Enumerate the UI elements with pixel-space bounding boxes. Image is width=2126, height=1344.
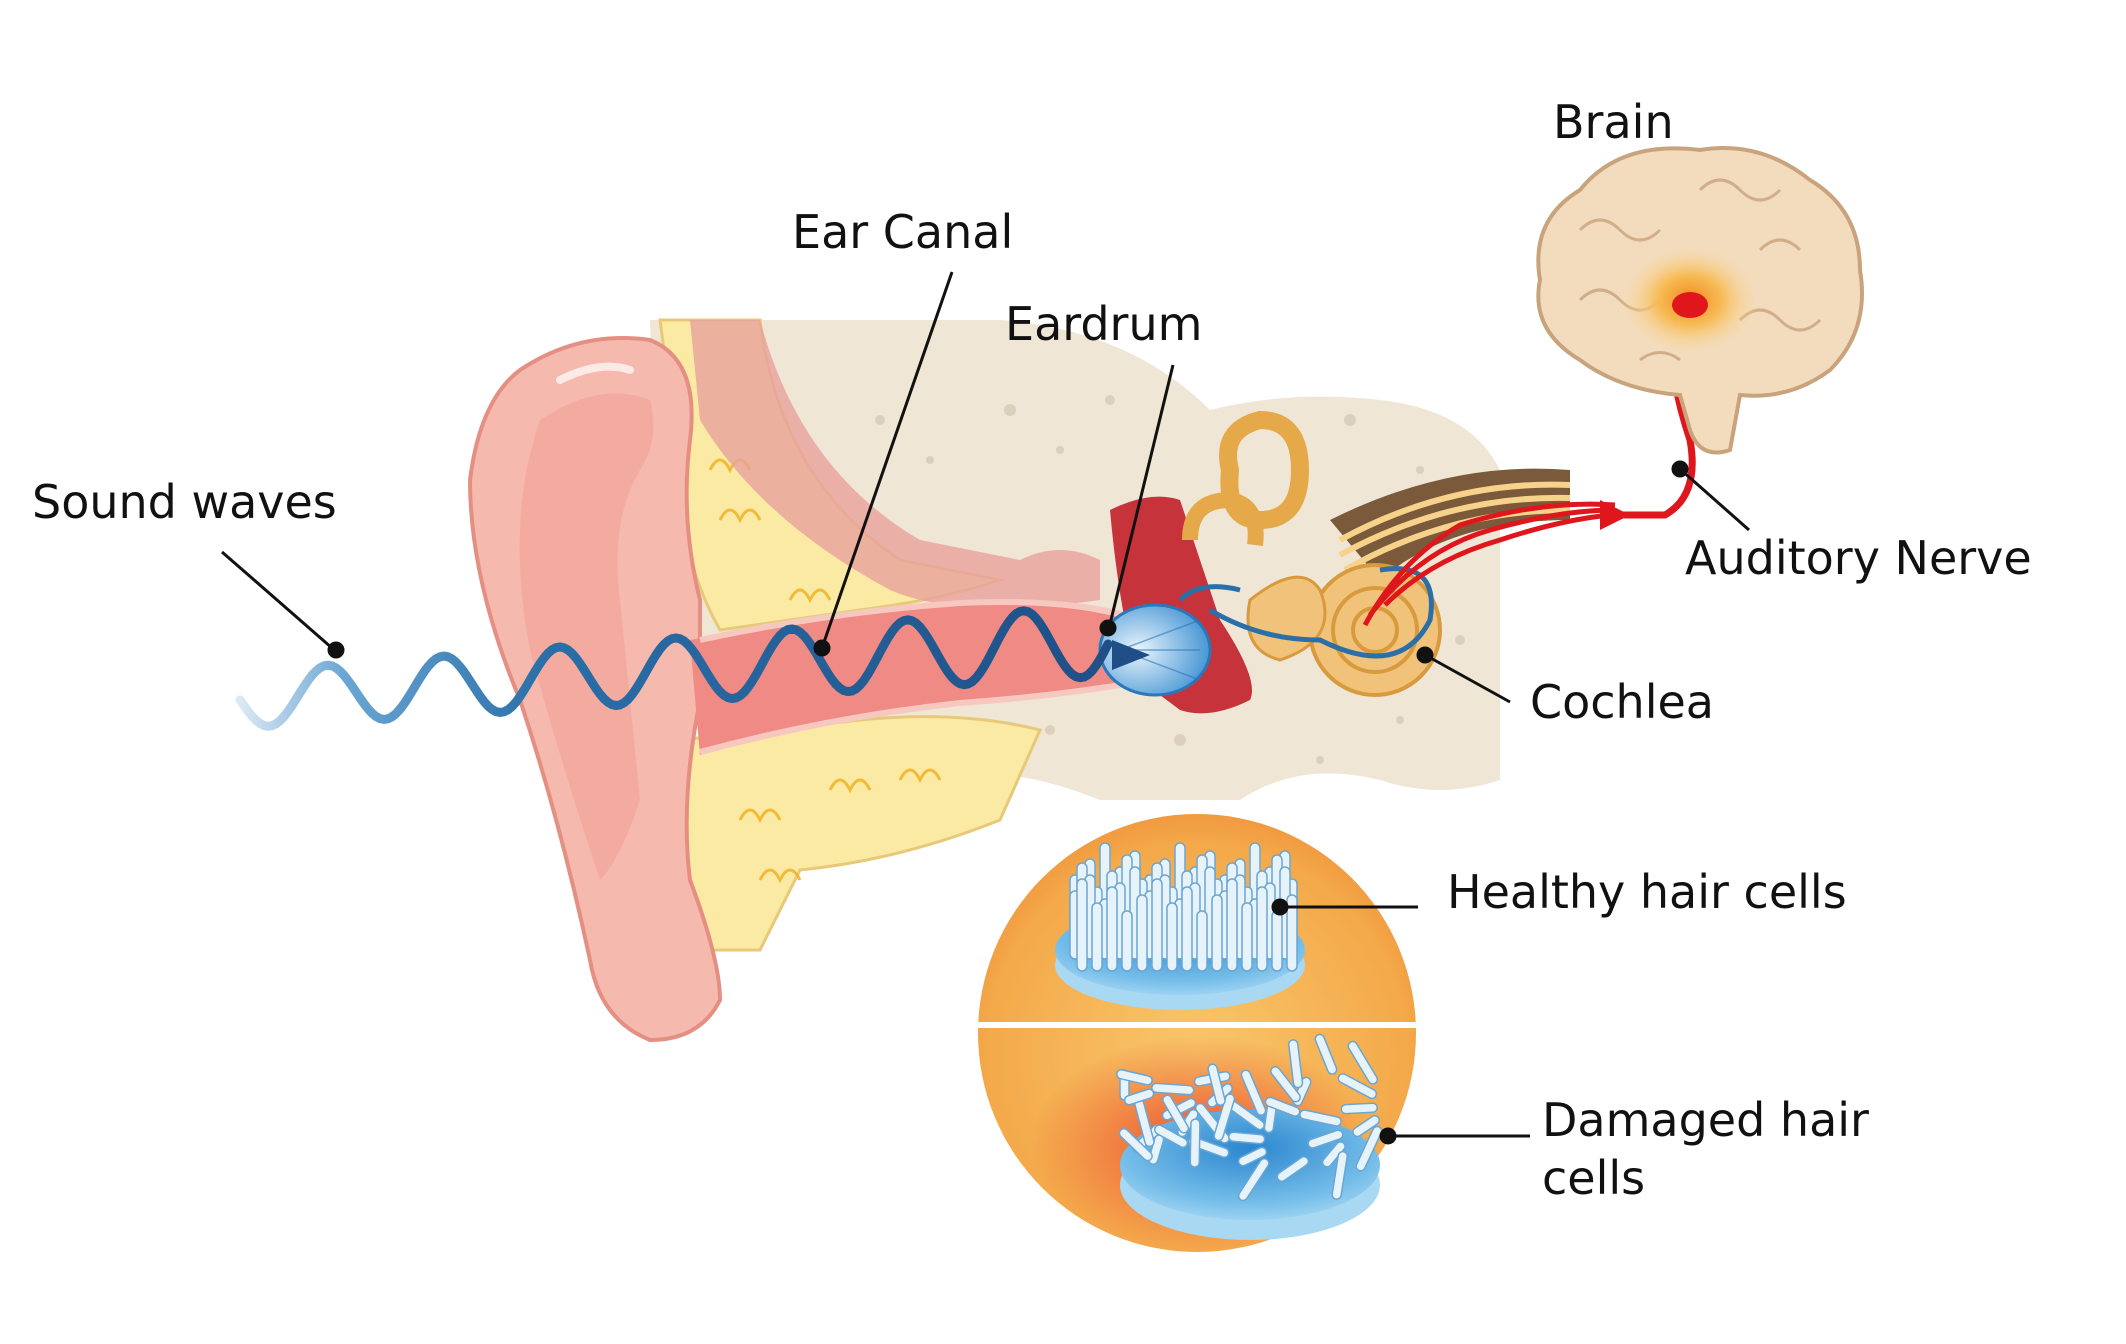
damaged-hair-cell-2 bbox=[1151, 1082, 1195, 1096]
damaged-hair-cell-30 bbox=[1162, 1094, 1190, 1134]
label-brain: Brain bbox=[1553, 95, 1674, 149]
hair-cells-inset bbox=[978, 814, 1416, 1252]
healthy-hair-cell-56 bbox=[1241, 902, 1253, 972]
healthy-hair-cell-48 bbox=[1121, 910, 1133, 972]
nerve-signal-3 bbox=[1362, 501, 1616, 627]
healthy-hair-cell-51 bbox=[1166, 902, 1178, 972]
damaged-hair-cell-26 bbox=[1270, 1065, 1301, 1103]
label-cochlea: Cochlea bbox=[1530, 675, 1714, 729]
damaged-hair-cell-14 bbox=[1337, 1073, 1378, 1100]
damaged-hair-cell-28 bbox=[1352, 1114, 1381, 1138]
damaged-hair-cells-group bbox=[1116, 1033, 1383, 1240]
muscle-band bbox=[690, 320, 1100, 608]
damaged-hair-cell-29 bbox=[1116, 1069, 1153, 1086]
healthy-hair-cell-50 bbox=[1151, 878, 1163, 972]
nerve-arrow-mid bbox=[1600, 500, 1630, 530]
label-damaged-hair-cells-line2: cells bbox=[1542, 1151, 1646, 1205]
pointer-eardrum bbox=[1099, 619, 1117, 637]
damaged-bristles bbox=[1116, 1033, 1383, 1202]
healthy-hair-cell-59 bbox=[1286, 894, 1298, 972]
damaged-hair-cell-11 bbox=[1240, 1069, 1267, 1116]
leader-ear-canal bbox=[821, 271, 954, 646]
healthy-hair-cell-52 bbox=[1181, 886, 1193, 972]
healthy-hair-cell-49 bbox=[1136, 894, 1148, 972]
damaged-hair-cell-13 bbox=[1307, 1129, 1344, 1149]
leader-sound-waves bbox=[221, 550, 333, 650]
damaged-hair-cell-5 bbox=[1276, 1156, 1310, 1183]
healthy-bristles bbox=[1069, 842, 1298, 972]
damaged-hair-cell-34 bbox=[1314, 1033, 1338, 1075]
leader-eardrum bbox=[1108, 364, 1175, 625]
pointer-cochlea bbox=[1416, 646, 1434, 664]
healthy-hair-cell-47 bbox=[1106, 886, 1118, 972]
wave-arrowhead bbox=[1112, 640, 1150, 670]
label-damaged-hair-cells-line1: Damaged hair bbox=[1542, 1093, 1869, 1147]
healthy-hair-cell-55 bbox=[1226, 878, 1238, 972]
nerve-signal-2 bbox=[1368, 507, 1616, 617]
healthy-hair-cell-53 bbox=[1196, 910, 1208, 972]
label-eardrum: Eardrum bbox=[1005, 297, 1203, 351]
damaged-hair-cell-19 bbox=[1287, 1039, 1304, 1089]
leader-auditory-nerve bbox=[1679, 467, 1750, 532]
damaged-hair-cell-36 bbox=[1123, 1088, 1155, 1106]
damaged-hair-cell-38 bbox=[1207, 1063, 1226, 1106]
damaged-hair-cell-32 bbox=[1237, 1146, 1268, 1167]
sound-wave bbox=[235, 606, 1113, 731]
label-sound-waves: Sound waves bbox=[32, 475, 337, 529]
damaged-hair-cell-7 bbox=[1347, 1040, 1379, 1085]
healthy-hair-cell-46 bbox=[1091, 902, 1103, 972]
damaged-hair-cell-39 bbox=[1237, 1157, 1270, 1202]
damaged-hair-cell-22 bbox=[1118, 1127, 1153, 1162]
damaged-hair-cell-31 bbox=[1213, 1093, 1236, 1142]
leader-cochlea bbox=[1426, 654, 1511, 704]
brain-auditory-center bbox=[1672, 292, 1708, 318]
damaged-hair-cell-25 bbox=[1227, 1131, 1266, 1145]
brain-illustration bbox=[1536, 146, 1864, 455]
pointer-damaged-hair-cells bbox=[1379, 1127, 1397, 1145]
damaged-hair-cell-21 bbox=[1340, 1102, 1378, 1115]
nerve-bundle bbox=[1330, 468, 1571, 580]
label-auditory-nerve: Auditory Nerve bbox=[1685, 531, 2032, 585]
damaged-hair-cell-27 bbox=[1331, 1150, 1348, 1200]
damaged-hair-cell-37 bbox=[1154, 1124, 1189, 1149]
cochlea-structure bbox=[1178, 410, 1442, 697]
pointer-auditory-nerve bbox=[1671, 460, 1689, 478]
pointer-sound-waves bbox=[327, 641, 345, 659]
healthy-hair-cell-45 bbox=[1076, 878, 1088, 972]
healthy-hair-cell-58 bbox=[1271, 910, 1283, 972]
label-healthy-hair-cells: Healthy hair cells bbox=[1447, 865, 1847, 919]
pointer-healthy-hair-cells bbox=[1271, 898, 1289, 916]
damaged-hair-cell-23 bbox=[1189, 1118, 1201, 1168]
damaged-hair-cell-33 bbox=[1264, 1096, 1301, 1117]
damaged-hair-cell-35 bbox=[1355, 1125, 1383, 1172]
nerve-signal-1 bbox=[1383, 512, 1611, 607]
healthy-hair-cell-54 bbox=[1211, 894, 1223, 972]
pointer-ear-canal bbox=[813, 639, 831, 657]
label-ear-canal: Ear Canal bbox=[792, 205, 1014, 259]
healthy-hair-cell-57 bbox=[1256, 886, 1268, 972]
healthy-hair-cells-group bbox=[1055, 842, 1305, 1010]
